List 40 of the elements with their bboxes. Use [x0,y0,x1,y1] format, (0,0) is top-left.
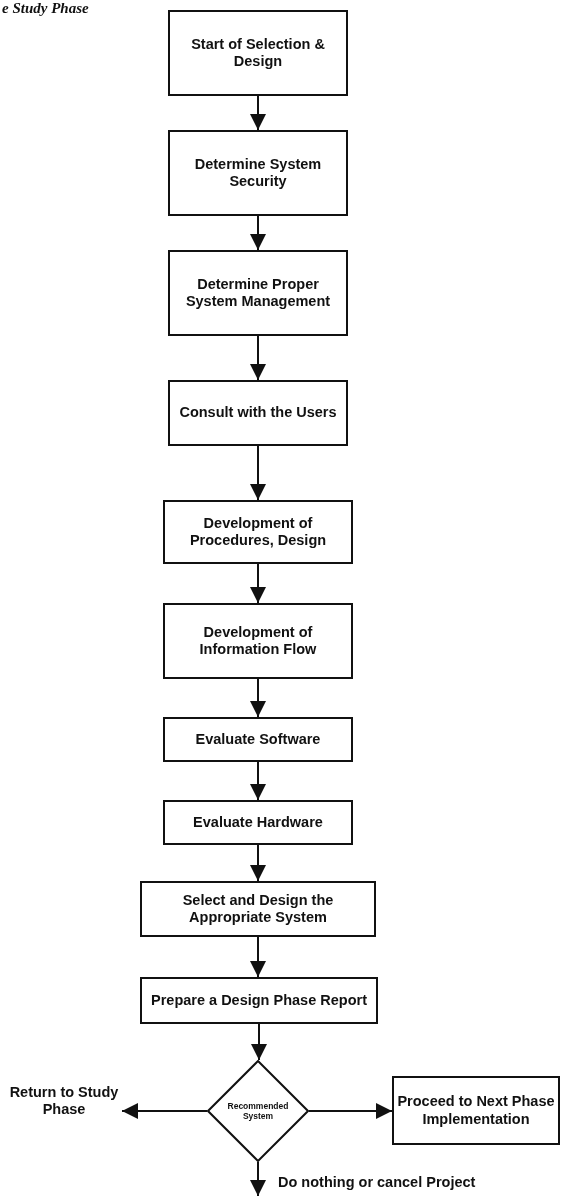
process-box [392,1076,560,1145]
box-label: Proceed to Next Phase Implementation [396,1093,556,1128]
process-box [163,500,353,564]
arrow [250,678,266,718]
process-box [168,130,348,216]
box-label: Determine System Security [193,155,323,191]
process-box [140,977,378,1024]
arrow [250,335,266,381]
process-box [163,717,353,762]
process-box [140,881,376,937]
box-label: Evaluate Software [195,730,321,749]
arrow [251,1023,267,1061]
arrow [250,95,266,131]
box-label: Development of Procedures, Design [188,514,328,550]
outcome-text: Return to Study Phase [6,1080,122,1122]
arrow [250,844,266,882]
box-label: Start of Selection & Design [190,35,326,71]
arrow [250,215,266,251]
arrow [250,936,266,978]
box-label: Select and Design the Appropriate System [181,891,335,927]
box-label: Determine Proper System Management [184,275,332,311]
arrow [250,761,266,801]
arrow [308,1103,393,1119]
box-label: Consult with the Users [179,404,337,422]
arrow [121,1103,208,1119]
box-label: Prepare a Design Phase Report [151,991,367,1010]
arrow [250,1161,266,1196]
process-box [163,800,353,845]
box-label: Recommended System [227,1100,289,1122]
decision-diamond [207,1060,309,1162]
edge-label: Do nothing or cancel Project [278,1174,476,1190]
process-box [168,380,348,446]
process-box [163,603,353,679]
heading: e Study Phase [2,0,89,17]
box-label: Development of Information Flow [198,623,318,659]
box-label: Evaluate Hardware [193,813,323,832]
arrow [250,563,266,604]
process-box [168,10,348,96]
arrow [250,445,266,501]
process-box [168,250,348,336]
